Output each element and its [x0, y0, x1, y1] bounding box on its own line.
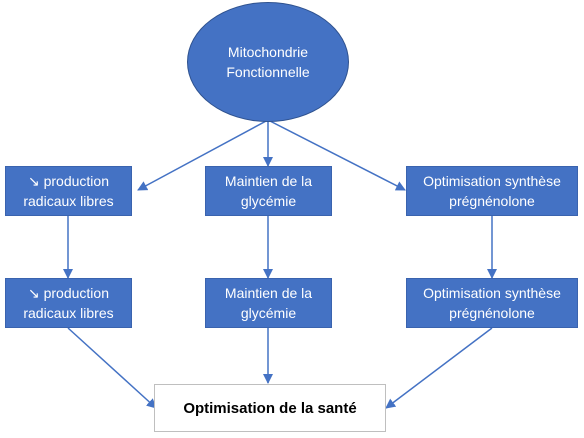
- node-label-line2: radicaux libres: [23, 305, 114, 321]
- node-label-line1: Optimisation synthèse: [423, 173, 561, 189]
- connector-right-to-result: [385, 327, 493, 409]
- node-pregnenolone-bottom: Optimisation synthèse prégnénolone: [406, 278, 578, 328]
- node-label-line2: prégnénolone: [449, 305, 535, 321]
- node-label-line1: ↘ production: [27, 173, 109, 189]
- root-node-line2: Fonctionnelle: [226, 64, 310, 80]
- node-glycemie-top: Maintien de la glycémie: [205, 166, 332, 216]
- root-node-mitochondrie: Mitochondrie Fonctionnelle: [187, 2, 349, 122]
- node-glycemie-bottom: Maintien de la glycémie: [205, 278, 332, 328]
- node-label-line1: Maintien de la: [224, 285, 313, 301]
- node-radicaux-libres-bottom: ↘ production radicaux libres: [5, 278, 132, 328]
- node-label-line2: glycémie: [240, 193, 297, 209]
- result-node-optimisation-sante: Optimisation de la santé: [154, 384, 386, 432]
- connector-root-to-left: [137, 119, 269, 191]
- connector-left-to-result: [67, 327, 157, 409]
- connector-root-to-right: [267, 119, 406, 191]
- root-node-line1: Mitochondrie: [227, 44, 309, 60]
- node-label-line1: ↘ production: [27, 285, 109, 301]
- node-label-line2: radicaux libres: [23, 193, 114, 209]
- node-label-line2: glycémie: [240, 305, 297, 321]
- node-pregnenolone-top: Optimisation synthèse prégnénolone: [406, 166, 578, 216]
- node-label-line2: prégnénolone: [449, 193, 535, 209]
- node-label-line1: Optimisation synthèse: [423, 285, 561, 301]
- node-radicaux-libres-top: ↘ production radicaux libres: [5, 166, 132, 216]
- node-label-line1: Maintien de la: [224, 173, 313, 189]
